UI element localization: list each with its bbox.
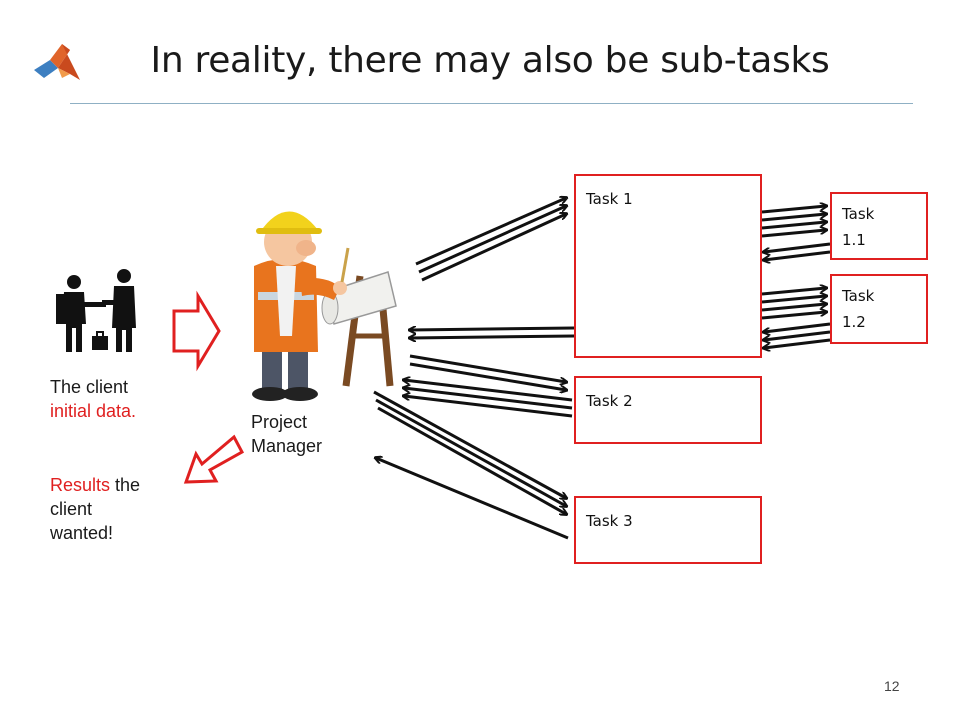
connector-arrows: [374, 198, 831, 540]
results-word: Results: [50, 475, 111, 495]
client-line-1: The client: [50, 377, 129, 397]
task-1-2-box: Task 1.2: [830, 274, 928, 344]
task-1-1-label-a: Task: [842, 205, 875, 223]
results-rest: the: [110, 475, 141, 495]
task-1-1-box: Task 1.1: [830, 192, 928, 260]
arrow-down-left-icon: [183, 434, 245, 484]
task-3-label: Task 3: [586, 512, 633, 530]
handshake-icon: [56, 269, 136, 352]
client-label: The client initial data.: [50, 375, 136, 423]
client-line-2: initial data.: [50, 401, 137, 421]
manager-line-1: Project: [251, 412, 308, 432]
client-line-4: client: [50, 499, 93, 519]
project-manager-label: Project Manager: [251, 410, 322, 458]
title-divider: [70, 103, 913, 104]
task-3-box: Task 3: [574, 496, 762, 564]
project-manager-illustration: [252, 211, 397, 401]
task-2-box: Task 2: [574, 376, 762, 444]
client-results-label: Results the client wanted!: [50, 473, 140, 545]
task-1-2-label-a: Task: [842, 287, 875, 305]
task-2-label: Task 2: [586, 392, 633, 410]
task-1-box: Task 1: [574, 174, 762, 358]
client-line-5: wanted!: [50, 523, 114, 543]
page-number: 12: [884, 678, 900, 694]
task-1-1-label-b: 1.1: [842, 231, 866, 249]
slide-title: In reality, there may also be sub-tasks: [150, 40, 830, 81]
task-1-2-label-b: 1.2: [842, 313, 866, 331]
manager-line-2: Manager: [251, 436, 323, 456]
arrow-right-icon: [172, 290, 221, 372]
task-1-label: Task 1: [586, 190, 633, 208]
matlab-logo-icon: [34, 44, 80, 80]
